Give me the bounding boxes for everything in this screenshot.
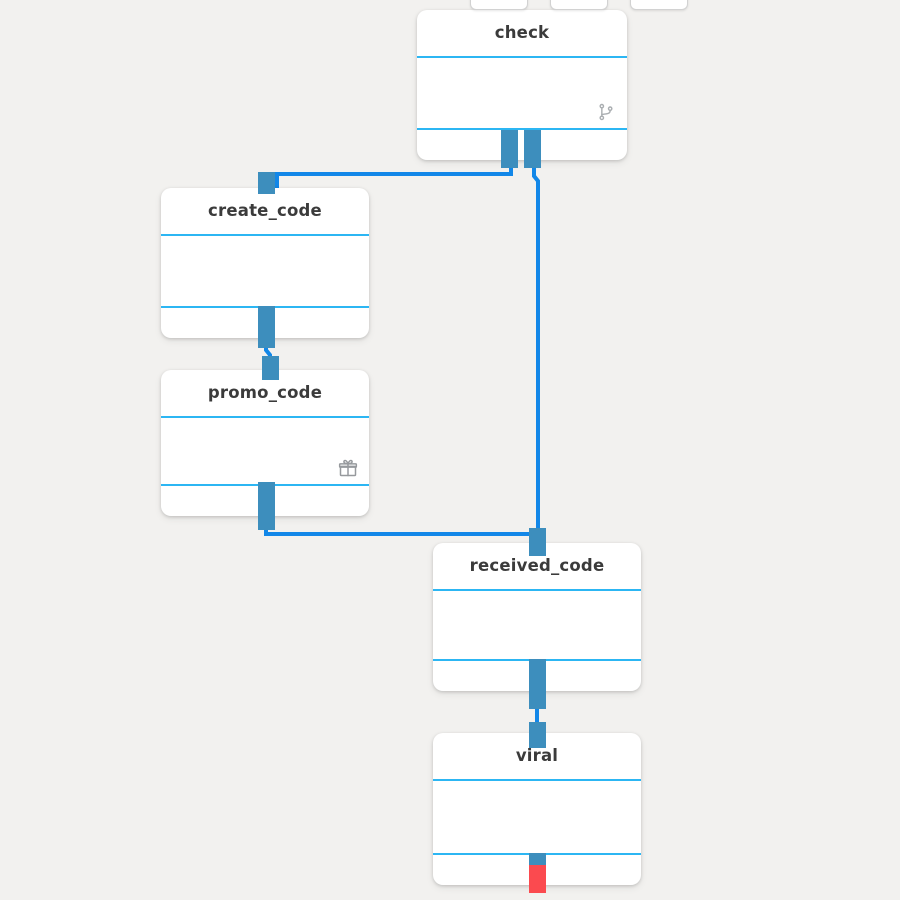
port-check-output-left[interactable] bbox=[501, 130, 518, 168]
node-promo-code-title: promo_code bbox=[207, 383, 323, 402]
edge-check-to-create-code[interactable] bbox=[275, 168, 513, 188]
port-create-code-output[interactable] bbox=[258, 306, 275, 348]
node-received-code[interactable]: received_code bbox=[433, 543, 641, 691]
node-received-code-title: received_code bbox=[469, 556, 605, 575]
edge-check-to-received-code[interactable] bbox=[532, 168, 540, 534]
node-promo-code-rule-top bbox=[161, 416, 369, 418]
toolbar-button-3[interactable] bbox=[630, 0, 688, 10]
node-check-footer bbox=[417, 130, 627, 160]
port-promo-code-input[interactable] bbox=[262, 356, 279, 380]
node-viral-rule-top bbox=[433, 779, 641, 781]
node-viral-body bbox=[433, 781, 641, 853]
node-viral-title: viral bbox=[515, 746, 559, 765]
toolbar-button-1[interactable] bbox=[470, 0, 528, 10]
node-received-code-rule-top bbox=[433, 589, 641, 591]
top-toolbar bbox=[470, 0, 688, 10]
git-branch-icon bbox=[596, 102, 616, 122]
node-create-code-title: create_code bbox=[208, 201, 322, 220]
gift-icon bbox=[338, 458, 358, 478]
port-received-code-input[interactable] bbox=[529, 528, 546, 556]
node-check-rule-top bbox=[417, 56, 627, 58]
port-create-code-input[interactable] bbox=[258, 172, 275, 194]
node-check-rule-bottom bbox=[417, 128, 627, 130]
node-check-body bbox=[417, 58, 627, 128]
port-viral-input[interactable] bbox=[529, 722, 546, 748]
node-create-code-rule-top bbox=[161, 234, 369, 236]
port-viral-error-output[interactable] bbox=[529, 865, 546, 893]
edge-promo-code-to-received-code[interactable] bbox=[264, 526, 537, 544]
node-create-code-body bbox=[161, 236, 369, 306]
node-promo-code-body bbox=[161, 418, 369, 484]
toolbar-button-2[interactable] bbox=[550, 0, 608, 10]
node-check-title: check bbox=[494, 23, 550, 42]
port-check-output-right[interactable] bbox=[524, 130, 541, 168]
port-received-code-output[interactable] bbox=[529, 659, 546, 709]
node-received-code-body bbox=[433, 591, 641, 659]
port-promo-code-output[interactable] bbox=[258, 482, 275, 530]
node-check[interactable]: check bbox=[417, 10, 627, 160]
